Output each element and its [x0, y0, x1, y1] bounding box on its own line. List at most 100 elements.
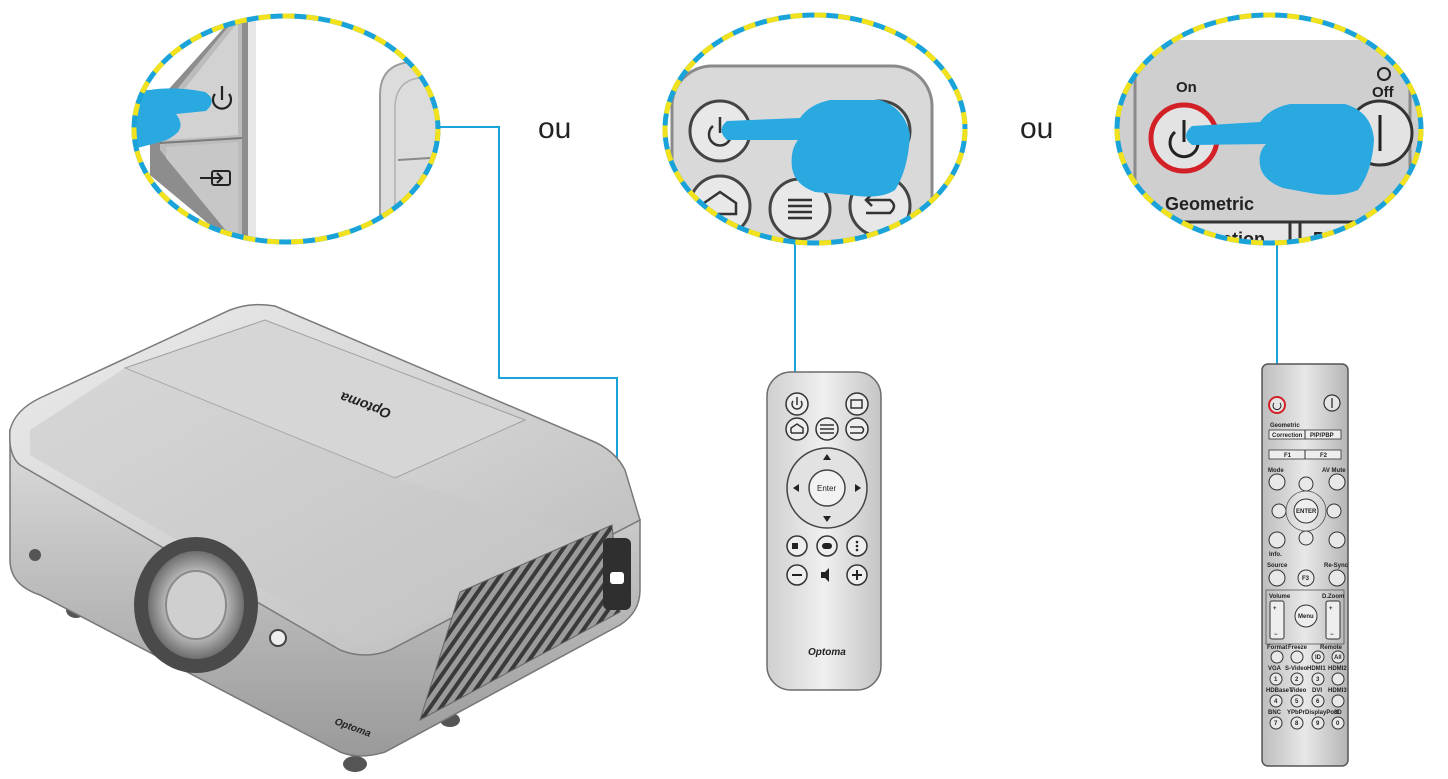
- svg-text:DisplayPort: DisplayPort: [1305, 710, 1338, 716]
- remote2-menu-label: Menu: [1298, 614, 1314, 620]
- remote2-key-8[interactable]: [1290, 716, 1304, 730]
- projector: Optoma Optoma: [8, 303, 641, 772]
- pointing-hand: [1186, 104, 1374, 195]
- remote2-avmute-button[interactable]: [1328, 473, 1346, 491]
- svg-text:6: 6: [1316, 699, 1320, 705]
- power-icon: [211, 86, 233, 110]
- pointing-hand: [721, 100, 910, 197]
- remote2-resync-label: Re-Sync: [1324, 563, 1349, 569]
- remote1-enter-label: Enter: [817, 484, 836, 493]
- remote1-input-button[interactable]: [845, 392, 869, 416]
- remote-slim: Enter Optoma: [766, 371, 882, 691]
- remote2-dzoom-label: D.Zoom: [1322, 594, 1344, 600]
- remote2-volume-rocker[interactable]: [1269, 600, 1285, 640]
- pointing-hand: [134, 88, 212, 152]
- remote1-enter-button[interactable]: [808, 469, 846, 507]
- remote2-mode-button[interactable]: [1268, 473, 1286, 491]
- remote1-home-button[interactable]: [785, 417, 809, 441]
- remote2-f3-button[interactable]: [1297, 569, 1315, 587]
- remote2-key-0[interactable]: [1331, 716, 1345, 730]
- remote2-all-button[interactable]: [1331, 650, 1345, 664]
- svg-text:−: −: [1274, 632, 1278, 638]
- svg-text:S-Video: S-Video: [1285, 666, 1308, 672]
- remote2-format-button[interactable]: [1270, 650, 1284, 664]
- remote2-key-hdmi2[interactable]: [1331, 672, 1345, 686]
- remote2-mode-label: Mode: [1268, 468, 1284, 474]
- remote2-key-hdmi3[interactable]: [1331, 694, 1345, 708]
- svg-text:3D: 3D: [1334, 710, 1342, 716]
- svg-text:VGA: VGA: [1268, 666, 1282, 672]
- zoom-remote-top: [662, 12, 968, 246]
- remote2-source-labels: VGA S-Video HDMI1 HDMI2 HDBaseT Video DV…: [1266, 666, 1347, 716]
- off-label: Off: [1372, 84, 1395, 101]
- svg-text:YPbPr: YPbPr: [1287, 710, 1306, 716]
- remote2-id-button[interactable]: [1311, 650, 1325, 664]
- input-source-icon: [200, 170, 231, 186]
- svg-text:Video: Video: [1290, 688, 1307, 694]
- geometric-label: Geometric: [1165, 194, 1254, 214]
- svg-text:HDMI2: HDMI2: [1328, 666, 1347, 672]
- svg-text:3: 3: [1316, 677, 1320, 683]
- remote2-down-button[interactable]: [1298, 530, 1314, 546]
- remote2-menu-button[interactable]: [1294, 604, 1318, 628]
- svg-text:HDMI3: HDMI3: [1328, 688, 1347, 694]
- remote2-right-button[interactable]: [1326, 503, 1342, 519]
- svg-text:4: 4: [1274, 699, 1278, 705]
- separator-ou-1: ou: [538, 112, 572, 145]
- remote2-left-button[interactable]: [1271, 503, 1287, 519]
- remote2-key-7[interactable]: [1269, 716, 1283, 730]
- remote2-up-button[interactable]: [1298, 476, 1314, 492]
- remote1-arrows: [793, 454, 861, 522]
- remote2-remote-label: Remote: [1320, 645, 1343, 651]
- svg-text:DVI: DVI: [1312, 688, 1322, 694]
- remote2-correction-key[interactable]: Correction: [1272, 433, 1303, 439]
- menu-icon: [788, 198, 812, 220]
- remote2-enter-label: ENTER: [1296, 509, 1317, 515]
- remote2-key-9[interactable]: [1311, 716, 1325, 730]
- remote2-f3-label: F3: [1302, 576, 1310, 582]
- zoom-remote-large-top: ction PIP Geometric On Off: [1114, 12, 1424, 246]
- remote2-on-button[interactable]: [1268, 396, 1286, 414]
- svg-text:9: 9: [1316, 721, 1320, 727]
- remote2-key-3[interactable]: [1311, 672, 1325, 686]
- svg-text:5: 5: [1295, 699, 1299, 705]
- remote2-source-label: Source: [1267, 563, 1288, 569]
- remote2-enter-button[interactable]: [1293, 498, 1319, 524]
- remote2-volume-label: Volume: [1269, 594, 1291, 600]
- remote2-key-2[interactable]: [1290, 672, 1304, 686]
- separator-ou-2: ou: [1020, 112, 1054, 145]
- remote2-freeze-label: Freeze: [1288, 645, 1308, 651]
- svg-text:1: 1: [1274, 677, 1278, 683]
- remote1-brand: Optoma: [808, 647, 846, 658]
- svg-text:7: 7: [1274, 721, 1278, 727]
- svg-text:0: 0: [1336, 721, 1340, 727]
- svg-text:HDBaseT: HDBaseT: [1266, 688, 1293, 694]
- remote2-resync-button[interactable]: [1328, 569, 1346, 587]
- remote2-key-4[interactable]: [1269, 694, 1283, 708]
- connector-projector: [438, 126, 618, 580]
- remote2-f1-key[interactable]: F1: [1284, 453, 1292, 459]
- remote2-f2-key[interactable]: F2: [1320, 453, 1328, 459]
- remote2-freeze-button[interactable]: [1290, 650, 1304, 664]
- remote-full: Geometric Correction PIP/PBP F1 F2 Mode …: [1261, 363, 1349, 767]
- remote2-key-6[interactable]: [1311, 694, 1325, 708]
- remote2-source-button[interactable]: [1268, 569, 1286, 587]
- remote2-key-5[interactable]: [1290, 694, 1304, 708]
- remote2-avmute-label: AV Mute: [1322, 468, 1346, 474]
- svg-text:+: +: [1273, 606, 1277, 612]
- zoom-projector-keypad: [131, 13, 441, 245]
- remote1-back-button[interactable]: [845, 417, 869, 441]
- remote2-id-label: ID: [1315, 655, 1322, 661]
- svg-text:+: +: [1329, 606, 1333, 612]
- remote2-key-1[interactable]: [1269, 672, 1283, 686]
- remote2-geometric-label: Geometric: [1270, 423, 1300, 429]
- remote2-info-button[interactable]: [1268, 531, 1286, 549]
- remote2-all-label: All: [1334, 655, 1342, 661]
- svg-text:BNC: BNC: [1268, 710, 1282, 716]
- remote2-pipbpb-key[interactable]: PIP/PBP: [1310, 433, 1334, 439]
- remote2-number-pad: 1 2 3 4 5 6 7 8 9 0: [1269, 672, 1345, 730]
- remote2-dzoom-rocker[interactable]: [1325, 600, 1341, 640]
- remote2-format-label: Format: [1267, 645, 1287, 651]
